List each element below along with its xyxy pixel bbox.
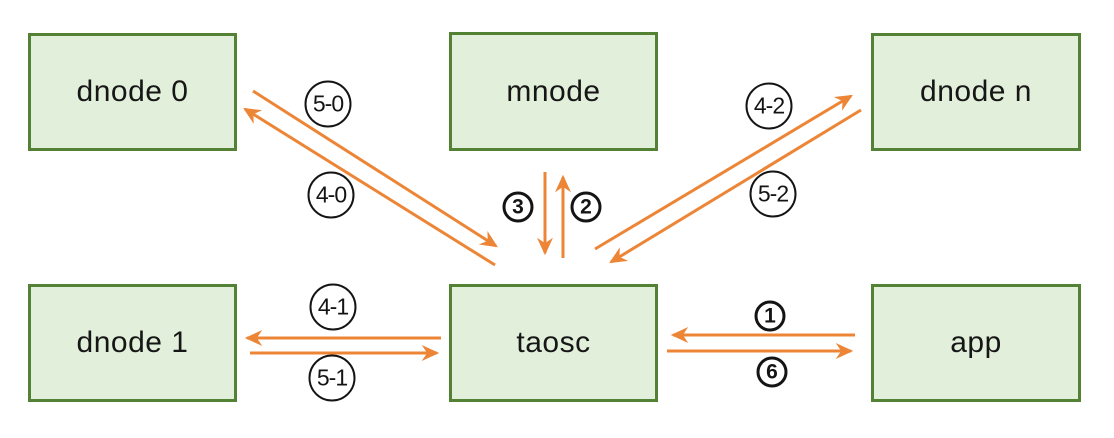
node-app: app [871,284,1081,402]
node-taosc: taosc [449,284,658,402]
node-label: mnode [506,74,601,108]
step-label-2: 2 [570,191,602,223]
node-label: app [950,326,1002,359]
step-label-3: 3 [502,191,534,223]
node-label: dnode 0 [76,75,189,108]
node-label: dnode n [920,75,1032,108]
node-dnode1: dnode 1 [28,284,237,402]
step-label-5-0: 5-0 [304,80,352,128]
step-label-5-2: 5-2 [749,170,797,218]
step-label-4-2: 4-2 [745,82,793,130]
node-label: dnode 1 [76,326,189,359]
step-label-1: 1 [754,300,786,332]
node-label: taosc [516,326,591,359]
node-dnoden: dnode n [871,33,1081,151]
node-dnode0: dnode 0 [28,33,237,151]
step-label-4-0: 4-0 [307,171,355,219]
step-label-6: 6 [756,356,788,388]
step-label-5-1: 5-1 [308,354,356,402]
step-label-4-1: 4-1 [309,283,357,331]
node-mnode: mnode [449,32,658,151]
